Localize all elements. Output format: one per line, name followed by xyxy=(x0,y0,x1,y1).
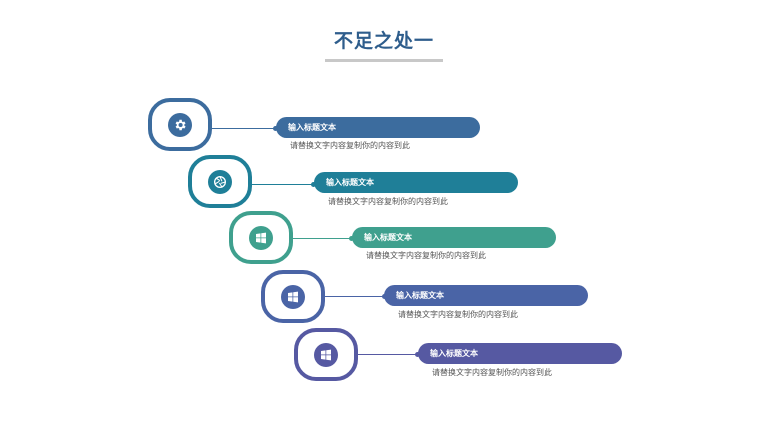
connector-line xyxy=(358,354,418,355)
item-heading: 输入标题文本 xyxy=(396,291,444,300)
connector-line xyxy=(252,184,314,185)
list-item: 输入标题文本 请替换文字内容复制你的内容到此 xyxy=(0,0,768,323)
connector-dot xyxy=(415,352,420,357)
item-heading: 输入标题文本 xyxy=(288,123,336,132)
windows-icon xyxy=(281,284,305,309)
item-description: 请替换文字内容复制你的内容到此 xyxy=(328,197,448,206)
aperture-icon xyxy=(208,169,232,194)
item-heading-pill: 输入标题文本 xyxy=(276,117,480,138)
icon-ring xyxy=(188,155,252,208)
windows-icon xyxy=(314,342,338,367)
icon-ring xyxy=(294,328,358,381)
list-item: 输入标题文本 请替换文字内容复制你的内容到此 xyxy=(0,0,768,264)
item-description: 请替换文字内容复制你的内容到此 xyxy=(290,141,410,150)
connector-dot xyxy=(311,182,316,187)
connector-line xyxy=(293,238,352,239)
item-heading: 输入标题文本 xyxy=(326,178,374,187)
page-title: 不足之处一 xyxy=(333,30,434,52)
item-description: 请替换文字内容复制你的内容到此 xyxy=(366,251,486,260)
title-underline xyxy=(325,59,443,62)
item-heading: 输入标题文本 xyxy=(364,233,412,242)
item-description: 请替换文字内容复制你的内容到此 xyxy=(432,368,552,377)
icon-ring xyxy=(261,270,325,323)
windows-icon xyxy=(249,225,273,250)
icon-ring xyxy=(229,211,293,264)
item-heading-pill: 输入标题文本 xyxy=(418,343,622,364)
icon-ring xyxy=(148,98,212,151)
list-item: 输入标题文本 请替换文字内容复制你的内容到此 xyxy=(0,0,768,151)
list-item: 输入标题文本 请替换文字内容复制你的内容到此 xyxy=(0,0,768,208)
item-heading-pill: 输入标题文本 xyxy=(384,285,588,306)
item-description: 请替换文字内容复制你的内容到此 xyxy=(398,310,518,319)
gear-icon xyxy=(168,112,192,137)
item-heading-pill: 输入标题文本 xyxy=(352,227,556,248)
item-heading: 输入标题文本 xyxy=(430,349,478,358)
connector-dot xyxy=(273,126,278,131)
item-heading-pill: 输入标题文本 xyxy=(314,172,518,193)
connector-line xyxy=(212,128,276,129)
list-item: 输入标题文本 请替换文字内容复制你的内容到此 xyxy=(0,0,768,381)
connector-line xyxy=(325,296,385,297)
connector-dot xyxy=(349,236,354,241)
